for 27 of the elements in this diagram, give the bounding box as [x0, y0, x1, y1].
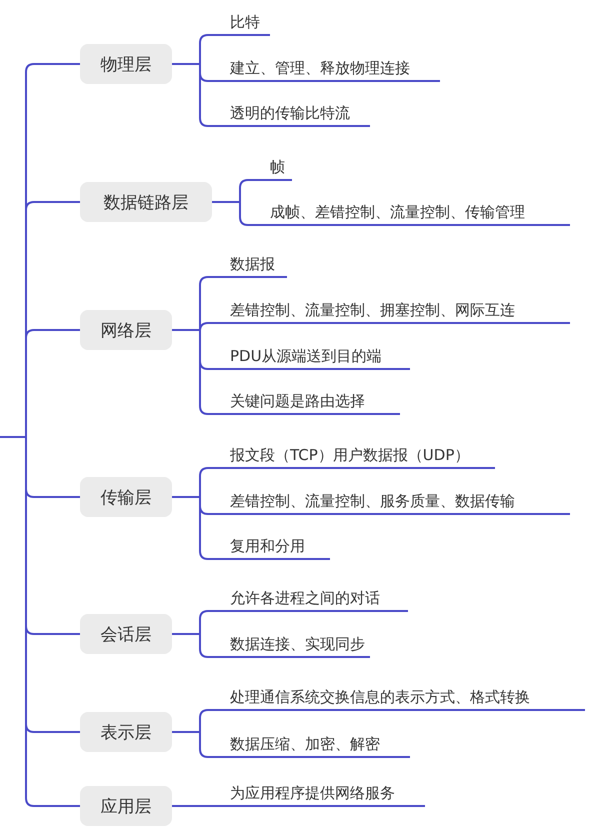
layer-box: 物理层 [80, 44, 172, 84]
topic-text: 关键问题是路由选择 [230, 391, 400, 415]
topic-text: 为应用程序提供网络服务 [230, 783, 425, 807]
topic-text: 数据报 [230, 254, 287, 278]
layer-box: 网络层 [80, 310, 172, 350]
topic-text: 差错控制、流量控制、拥塞控制、网际互连 [230, 300, 570, 324]
layer-box: 传输层 [80, 477, 172, 517]
layer-box: 会话层 [80, 614, 172, 654]
topic-text: 允许各进程之间的对话 [230, 588, 408, 612]
connector-line [0, 436, 80, 807]
topic-text: 帧 [270, 157, 292, 181]
topic-text: 成帧、差错控制、流量控制、传输管理 [270, 202, 570, 226]
topic-text: 处理通信系统交换信息的表示方式、格式转换 [230, 687, 585, 711]
layer-box: 应用层 [80, 786, 172, 826]
topic-text: PDU从源端送到目的端 [230, 346, 410, 370]
topic-text: 透明的传输比特流 [230, 103, 370, 127]
topic-text: 差错控制、流量控制、服务质量、数据传输 [230, 491, 570, 515]
layer-box: 数据链路层 [80, 182, 212, 222]
topic-text: 数据连接、实现同步 [230, 634, 370, 658]
topic-text: 比特 [230, 12, 270, 36]
connector-line [172, 731, 230, 758]
topic-text: 报文段（TCP）用户数据报（UDP） [230, 445, 495, 469]
topic-text: 建立、管理、释放物理连接 [230, 58, 440, 82]
topic-text: 数据压缩、加密、解密 [230, 734, 410, 758]
layer-box: 表示层 [80, 712, 172, 752]
topic-text: 复用和分用 [230, 536, 330, 560]
connector-line [172, 805, 230, 807]
